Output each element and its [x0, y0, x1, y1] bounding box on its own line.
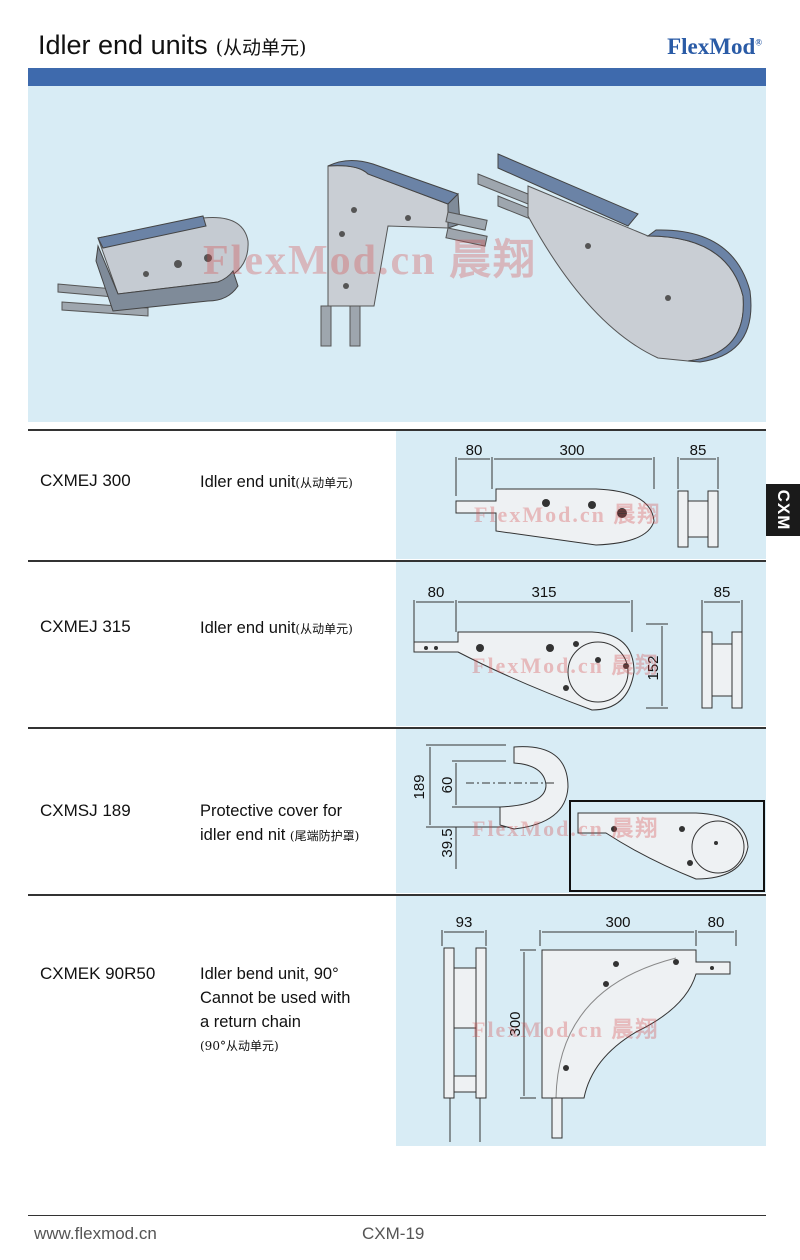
hero-illustration — [57, 153, 752, 363]
watermark: FlexMod.cn 晨翔 — [203, 238, 537, 284]
dimension-label: 189 — [411, 774, 428, 799]
dimension-label: 315 — [531, 584, 556, 601]
watermark: FlexMod.cn 晨翔 — [472, 816, 660, 841]
product-row: CXMEK 90R50 Idler bend unit, 90° Cannot … — [28, 894, 766, 1148]
product-code: CXMSJ 189 — [40, 801, 131, 820]
description-cn: (尾端防护罩) — [289, 829, 360, 843]
product-description: Idler bend unit, 90° Cannot be used with… — [200, 962, 400, 1058]
hero-product-image: FlexMod.cn 晨翔 — [28, 86, 766, 422]
dimension-label: 300 — [559, 442, 584, 459]
dimension-label: 152 — [645, 655, 662, 680]
dimension-label: 300 — [507, 1011, 524, 1036]
dimension-label: 60 — [439, 777, 456, 794]
dimension-label: 85 — [714, 584, 731, 601]
product-description: Protective cover for idler end nit (尾端防护… — [200, 799, 400, 848]
technical-drawing: 189 60 39.5 — [411, 744, 765, 892]
product-description: Idler end unit(从动单元) — [200, 616, 400, 641]
watermark: FlexMod.cn 晨翔 — [474, 502, 662, 527]
product-row: CXMEJ 315 Idler end unit(从动单元) 80 315 85… — [28, 560, 766, 728]
dimension-label: 300 — [605, 914, 630, 931]
watermark: FlexMod.cn 晨翔 — [472, 653, 660, 678]
product-code: CXMEK 90R50 — [40, 964, 156, 983]
dimension-label: 85 — [690, 442, 707, 459]
technical-drawing: 80 300 85 — [455, 442, 719, 548]
drawing-panel: 189 60 39.5 FlexMod.cn 晨翔 — [396, 729, 766, 893]
section-tab-label: CXM — [774, 489, 793, 531]
idler-bend-unit-illustration — [320, 160, 488, 347]
footer-divider — [28, 1215, 766, 1216]
idler-end-unit-large-illustration — [477, 153, 752, 363]
description-line: Idler bend unit, 90° — [200, 965, 339, 983]
product-code: CXMEJ 315 — [40, 617, 131, 636]
page-title-cn: (从动单元) — [215, 37, 307, 59]
description-cn: (从动单元) — [295, 476, 353, 490]
description-cn: (从动单元) — [295, 622, 353, 636]
description-line: Idler end unit — [200, 473, 296, 491]
dimension-label: 39.5 — [439, 828, 456, 857]
header-bar — [28, 68, 766, 86]
product-row: CXMSJ 189 Protective cover for idler end… — [28, 727, 766, 895]
dimension-label: 80 — [428, 584, 445, 601]
description-line: a return chain — [200, 1013, 301, 1031]
drawing-panel: 80 300 85 FlexMod.cn 晨翔 — [396, 431, 766, 559]
dimension-label: 80 — [466, 442, 483, 459]
description-cn: (90°从动单元) — [200, 1039, 279, 1053]
registered-mark: ® — [755, 37, 762, 48]
technical-drawing: 80 315 85 152 — [413, 584, 743, 711]
drawing-panel: 93 300 80 300 FlexMod.cn 晨翔 — [396, 896, 766, 1146]
idler-end-unit-illustration — [57, 215, 249, 317]
product-row: CXMEJ 300 Idler end unit(从动单元) 80 300 85… — [28, 429, 766, 561]
page-header: Idler end units (从动单元) FlexMod® — [38, 28, 768, 68]
technical-drawing: 93 300 80 300 — [441, 914, 737, 1142]
description-line: Idler end unit — [200, 619, 296, 637]
page-title-en: Idler end units — [38, 30, 208, 60]
page-title: Idler end units (从动单元) — [38, 30, 306, 61]
product-description: Idler end unit(从动单元) — [200, 470, 400, 495]
footer-url: www.flexmod.cn — [34, 1224, 157, 1243]
description-line: Cannot be used with — [200, 989, 351, 1007]
dimension-label: 80 — [708, 914, 725, 931]
brand-logo: FlexMod® — [667, 34, 762, 60]
description-line: idler end nit — [200, 826, 286, 844]
watermark: FlexMod.cn 晨翔 — [472, 1017, 660, 1042]
page-number: CXM-19 — [362, 1224, 425, 1243]
section-tab: CXM — [766, 484, 800, 536]
product-code: CXMEJ 300 — [40, 471, 131, 490]
drawing-panel: 80 315 85 152 FlexMod.cn 晨翔 — [396, 562, 766, 726]
brand-name: FlexMod — [667, 34, 756, 59]
dimension-label: 93 — [456, 914, 473, 931]
description-line: Protective cover for — [200, 802, 343, 820]
